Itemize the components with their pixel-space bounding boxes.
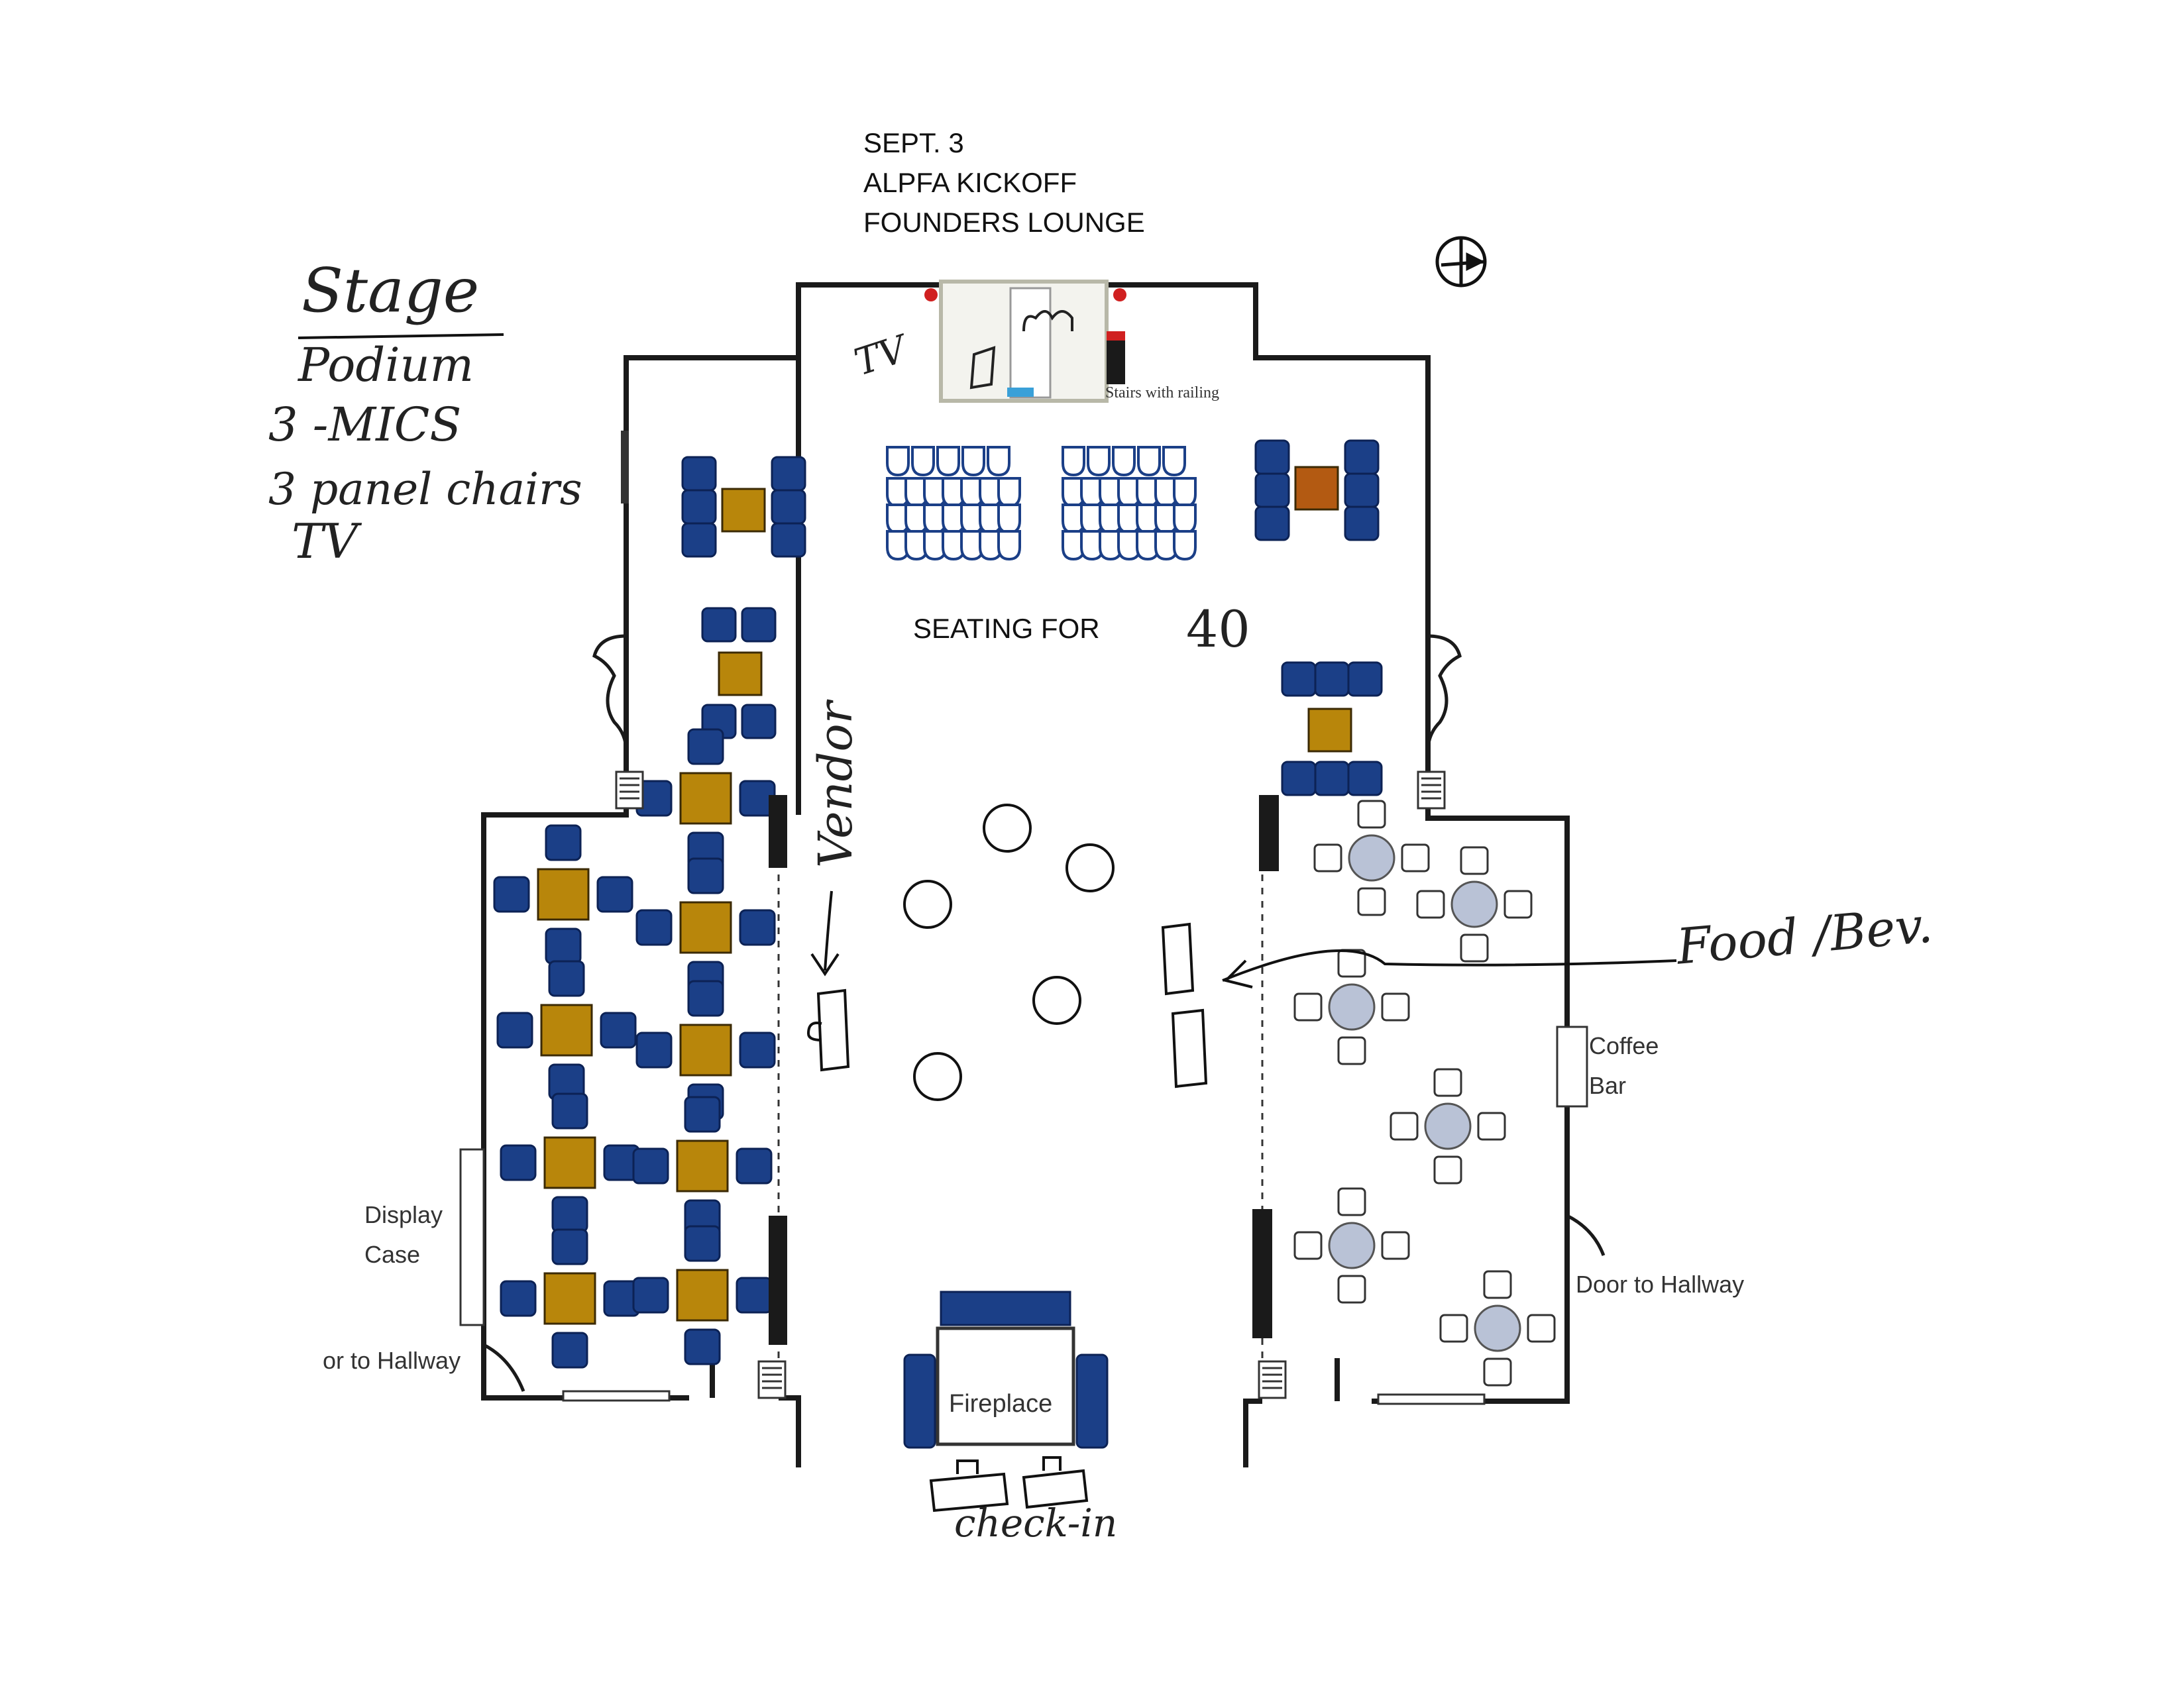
- check-in-tables: [929, 1456, 1089, 1512]
- seating-for-label: SEATING FOR: [913, 613, 1100, 644]
- coffee-bar-label-line1: Coffee: [1589, 1032, 1659, 1059]
- upper-lounge-right: [1254, 439, 1380, 541]
- wall-bumps: [482, 634, 1606, 1392]
- theater-chair: [987, 446, 1010, 476]
- header-event: ALPFA KICKOFF: [863, 167, 1077, 198]
- note-podium: Podium: [298, 338, 474, 392]
- seating-count: 40: [1186, 600, 1250, 659]
- theater-chair: [886, 446, 910, 476]
- theater-chair: [1137, 446, 1161, 476]
- fireplace-area: [903, 1291, 1109, 1449]
- note-panel-chairs: 3 panel chairs: [268, 464, 582, 515]
- header-date: SEPT. 3: [863, 127, 964, 158]
- display-case-label-line1: Display: [364, 1201, 443, 1228]
- cocktail-tables: [903, 804, 1115, 1101]
- arrows: [810, 890, 1677, 988]
- theater-chair: [997, 477, 1021, 507]
- display-case-label-line2: Case: [364, 1241, 421, 1268]
- fixtures: [459, 431, 1588, 1405]
- theater-chair: [1087, 446, 1111, 476]
- theater-chair: [1112, 446, 1136, 476]
- theater-chair: [1173, 477, 1197, 507]
- right-wing-round-tables: [1293, 800, 1556, 1387]
- note-mics: 3 -MICS: [268, 398, 462, 452]
- theater-chair: [911, 446, 935, 476]
- left-wing-tables: [493, 728, 776, 1369]
- theater-chair: [1162, 446, 1186, 476]
- upper-lounge-left: [681, 456, 806, 558]
- fireplace-label: Fireplace: [949, 1390, 1053, 1418]
- door-left-label: or to Hallway: [323, 1347, 461, 1374]
- theater-chair: [1062, 446, 1085, 476]
- note-underline: [298, 333, 504, 339]
- stairs-label: Stairs with railing: [1105, 384, 1219, 401]
- theater-chair: [961, 446, 985, 476]
- note-tv: TV: [292, 513, 358, 569]
- theater-chair: [936, 446, 960, 476]
- mid-lounge-right: [1281, 661, 1383, 796]
- hand-drawn-tables: [806, 922, 1208, 1088]
- check-in-label: check-in: [954, 1501, 1118, 1546]
- stage: [924, 280, 1126, 403]
- theater-chair: [1173, 504, 1197, 534]
- theater-chair: [997, 504, 1021, 534]
- theater-chair: [1173, 530, 1197, 560]
- partitions: [615, 770, 1446, 1399]
- door-right-label: Door to Hallway: [1576, 1271, 1745, 1298]
- mid-lounge-left: [701, 607, 777, 739]
- vendor-label: Vendor: [808, 701, 863, 868]
- coffee-bar-label-line2: Bar: [1589, 1072, 1627, 1099]
- compass-icon: [1435, 236, 1487, 288]
- theater-chair: [997, 530, 1021, 560]
- note-stage: Stage: [301, 255, 480, 326]
- header-venue: FOUNDERS LOUNGE: [863, 207, 1145, 238]
